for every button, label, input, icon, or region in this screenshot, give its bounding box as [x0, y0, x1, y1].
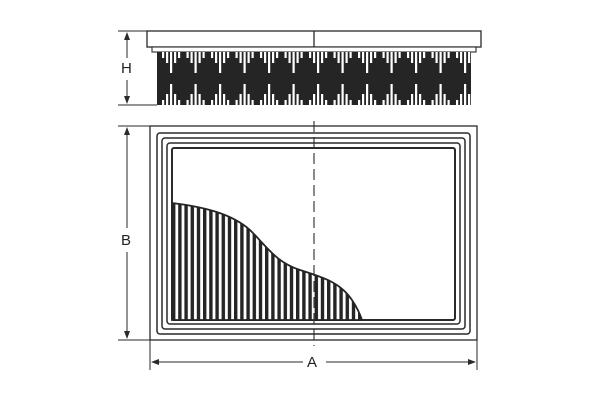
dimension-a — [149, 340, 478, 370]
pleat-pattern — [162, 52, 471, 105]
dimension-h-label: H — [118, 61, 135, 76]
side-view — [146, 30, 482, 105]
arrow-right-icon — [468, 359, 476, 365]
arrow-up-icon — [124, 127, 130, 135]
arrow-down-icon — [124, 96, 130, 104]
arrow-left-icon — [151, 359, 159, 365]
frame-ledge — [151, 46, 477, 53]
arrow-up-icon — [124, 32, 130, 40]
dimension-b-label: B — [118, 233, 135, 248]
arrow-down-icon — [124, 331, 130, 339]
dimension-h — [118, 30, 157, 106]
dimension-b — [118, 125, 150, 341]
dimension-a-label: A — [304, 355, 321, 370]
pleated-media-cutaway — [171, 201, 364, 321]
